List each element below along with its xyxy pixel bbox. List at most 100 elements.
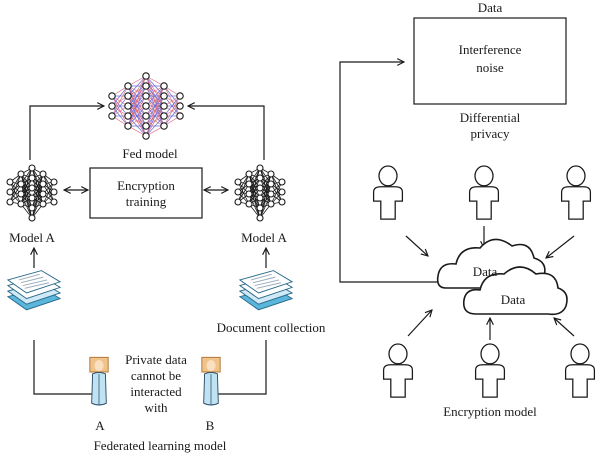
network-neuron — [176, 92, 184, 100]
user-a-label: A — [95, 418, 105, 433]
network-neuron — [17, 180, 25, 188]
network-edge — [259, 173, 272, 199]
network-edge — [259, 173, 272, 209]
encryption-training-box — [89, 167, 203, 219]
network-neuron — [160, 102, 168, 110]
network-neuron — [6, 178, 14, 186]
network-neuron — [256, 184, 264, 192]
network-edge — [145, 105, 165, 137]
user-b-figure-icon — [201, 356, 221, 406]
person-icon-top-center — [468, 165, 500, 220]
document-stack-icon-left — [7, 270, 61, 311]
cloud-data-label-2: Data — [500, 292, 526, 307]
network-neuron — [256, 164, 264, 172]
network-neuron — [267, 170, 275, 178]
model-a-right-network-icon — [234, 164, 286, 222]
network-neuron — [108, 112, 116, 120]
arrow-cloud-to-noise — [339, 62, 440, 283]
network-neuron — [142, 112, 150, 120]
network-neuron — [124, 82, 132, 90]
cloud-icon — [436, 238, 568, 316]
network-neuron — [160, 92, 168, 100]
network-edge — [9, 173, 22, 203]
network-neuron — [124, 112, 132, 120]
network-neuron — [28, 174, 36, 182]
network-neuron — [39, 180, 47, 188]
network-neuron — [256, 204, 264, 212]
line-user-b-to-docs — [216, 340, 267, 395]
network-neuron — [160, 82, 168, 90]
person-icon-bottom-left — [382, 343, 414, 398]
network-edge — [111, 85, 129, 117]
document-collection-label: Document collection — [216, 320, 326, 335]
person-icon-bottom-right — [564, 343, 596, 398]
network-edge — [127, 95, 147, 127]
network-edge — [163, 95, 181, 117]
network-neuron — [256, 174, 264, 182]
network-neuron — [142, 72, 150, 80]
private-data-line-2: cannot be — [130, 368, 182, 383]
private-data-line-3: interacted — [130, 384, 182, 399]
network-neuron — [142, 102, 150, 110]
network-neuron — [28, 194, 36, 202]
network-neuron — [256, 194, 264, 202]
network-edge — [127, 75, 147, 107]
arrow-bottom-right-user-to-cloud — [554, 318, 575, 337]
fed-model-network-icon — [108, 72, 184, 140]
person-icon-top-right — [560, 165, 592, 220]
network-edge — [163, 105, 181, 127]
network-edge — [31, 183, 44, 219]
network-neuron — [234, 198, 242, 206]
network-neuron — [39, 200, 47, 208]
network-edge — [20, 167, 33, 205]
network-neuron — [267, 200, 275, 208]
network-edge — [259, 193, 272, 219]
network-neuron — [28, 184, 36, 192]
model-a-right-label: Model A — [241, 230, 287, 245]
arrow-top-right-user-to-cloud — [546, 235, 575, 258]
network-neuron — [6, 198, 14, 206]
network-edge — [127, 105, 147, 127]
arrow-bottom-left-user-to-cloud — [407, 310, 432, 337]
network-edge — [111, 85, 129, 107]
encryption-training-line-1: Encryption — [117, 178, 175, 193]
network-neuron — [142, 82, 150, 90]
encryption-training-line-2: training — [125, 194, 167, 209]
network-neuron — [124, 122, 132, 130]
network-edge — [145, 95, 165, 137]
private-data-line-1: Private data — [125, 352, 187, 367]
network-edge — [145, 85, 165, 107]
network-neuron — [50, 178, 58, 186]
network-neuron — [278, 178, 286, 186]
interference-noise-line-1: Interference — [458, 42, 522, 57]
network-neuron — [39, 190, 47, 198]
network-edge — [127, 75, 147, 117]
network-neuron — [278, 188, 286, 196]
connector-lines — [29, 62, 575, 395]
network-edge — [20, 167, 33, 195]
network-edge — [31, 173, 44, 209]
user-a-figure-icon — [89, 356, 109, 406]
network-edge — [127, 85, 147, 127]
cloud-front — [462, 266, 568, 316]
network-edge — [163, 95, 181, 127]
person-icon-top-left — [372, 165, 404, 220]
network-neuron — [108, 102, 116, 110]
network-neuron — [39, 170, 47, 178]
network-neuron — [17, 170, 25, 178]
private-data-line-4: with — [144, 400, 168, 415]
network-neuron — [142, 92, 150, 100]
network-neuron — [245, 180, 253, 188]
network-edge — [248, 167, 261, 195]
cloud-data-label-1: Data — [472, 264, 498, 279]
document-stack-icon-right — [239, 270, 293, 311]
network-neuron — [50, 198, 58, 206]
network-neuron — [234, 178, 242, 186]
network-neuron — [267, 190, 275, 198]
interference-noise-line-2: noise — [476, 60, 504, 75]
network-edge — [127, 75, 147, 97]
network-edge — [259, 183, 272, 219]
network-edge — [42, 181, 55, 205]
network-neuron — [50, 188, 58, 196]
